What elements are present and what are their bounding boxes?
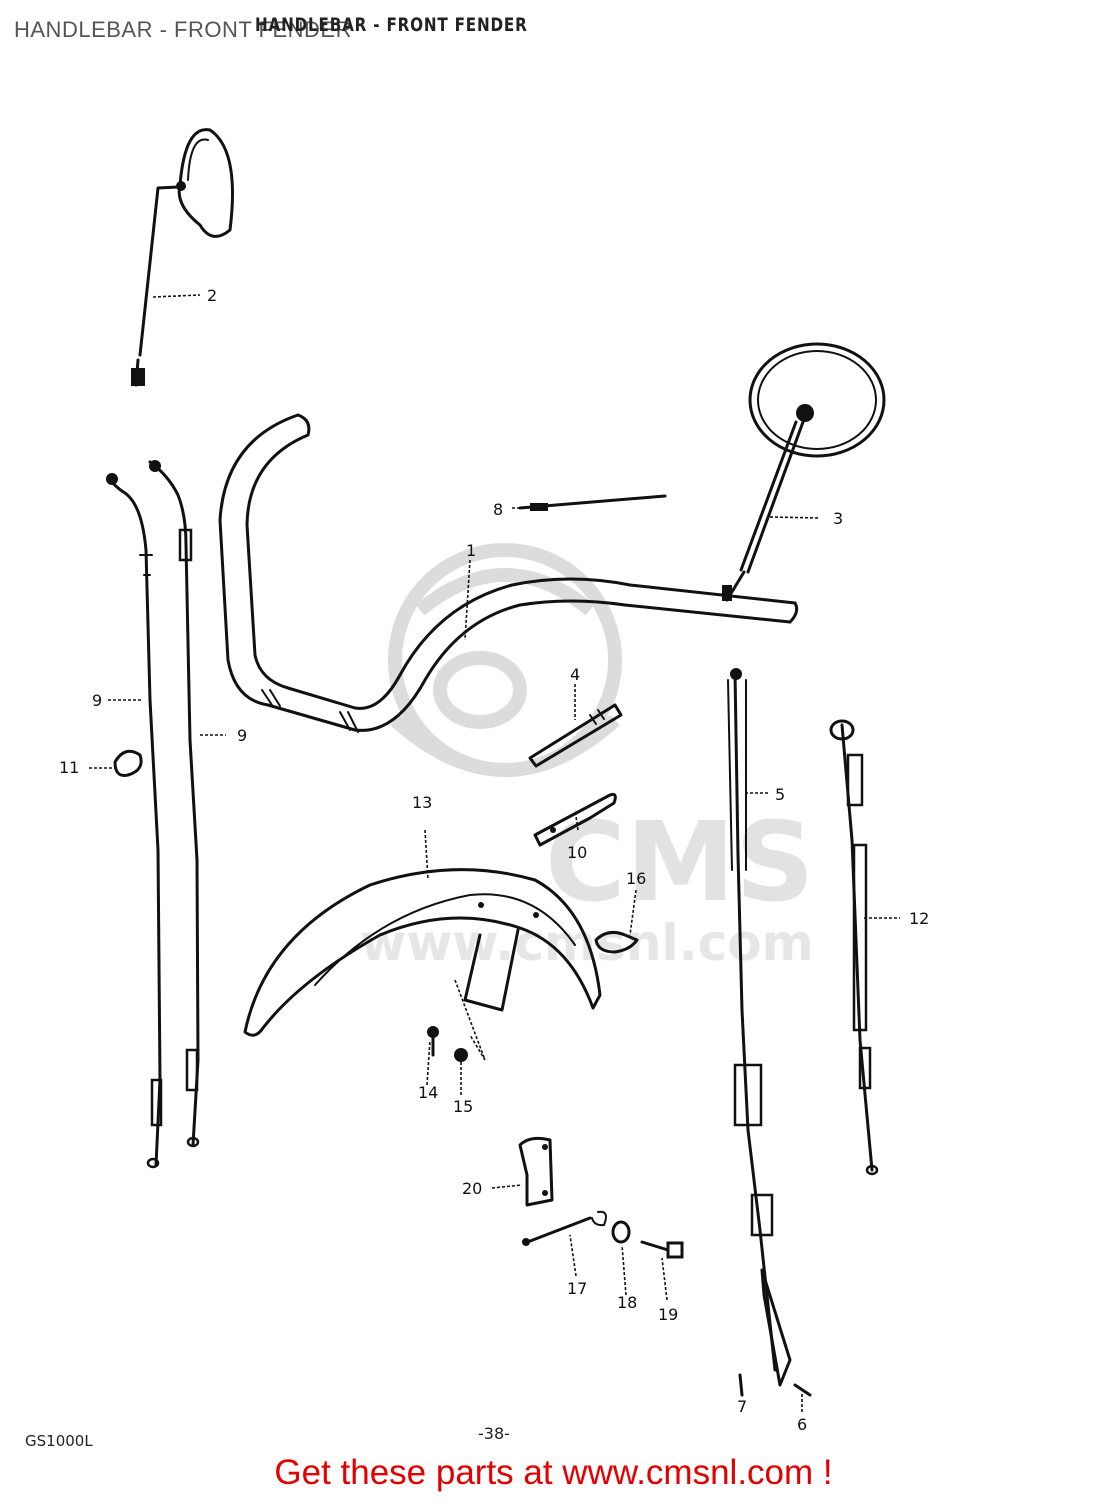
callout-7: 7 <box>737 1397 747 1416</box>
callout-12: 12 <box>909 909 929 928</box>
callout-9b: 9 <box>237 726 247 745</box>
part-9-cable-a <box>106 473 163 1169</box>
callout-18: 18 <box>617 1293 637 1312</box>
callout-17: 17 <box>567 1279 587 1298</box>
callout-5: 5 <box>775 785 785 804</box>
part-15-nut <box>454 1048 468 1062</box>
part-1-handlebar <box>218 413 799 733</box>
callout-6: 6 <box>797 1415 807 1434</box>
callout-19: 19 <box>658 1305 678 1324</box>
callout-8: 8 <box>493 500 503 519</box>
part-7-pin <box>738 1373 744 1397</box>
part-18-washer <box>611 1220 631 1244</box>
callout-14: 14 <box>418 1083 438 1102</box>
part-11-clip <box>113 749 143 777</box>
watermark-brand: CMS <box>545 798 814 926</box>
page-number: -38- <box>478 1424 510 1443</box>
part-12-cable <box>829 719 879 1176</box>
page-title: HANDLEBAR - FRONT FENDER <box>14 17 352 42</box>
callout-9a: 9 <box>92 691 102 710</box>
callout-1: 1 <box>466 541 476 560</box>
model-code: GS1000L <box>25 1432 93 1450</box>
part-9-cable-b <box>148 460 200 1148</box>
callout-2: 2 <box>207 286 217 305</box>
cms-watermark-logo <box>388 543 622 777</box>
diagram-heading: HANDLEBAR - FRONT FENDER <box>255 14 528 36</box>
part-2-left-mirror <box>131 128 234 387</box>
part-13-front-fender <box>243 868 602 1061</box>
callout-3: 3 <box>833 509 843 528</box>
part-4-strap <box>528 703 623 768</box>
part-10-clamp <box>533 792 617 847</box>
leader-lines <box>89 294 900 1412</box>
part-5-throttle-cable <box>727 668 792 1387</box>
cms-link-banner[interactable]: Get these parts at www.cmsnl.com ! <box>274 1453 833 1492</box>
part-19-bolt <box>640 1240 684 1259</box>
part-20-bracket <box>518 1136 554 1207</box>
callout-10: 10 <box>567 843 587 862</box>
callout-13: 13 <box>412 793 432 812</box>
callout-20: 20 <box>462 1179 482 1198</box>
part-3-right-mirror <box>722 342 886 602</box>
part-14-bolt <box>427 1026 439 1057</box>
callout-4: 4 <box>570 665 580 684</box>
callout-11: 11 <box>59 758 79 777</box>
part-6-screw <box>793 1383 812 1397</box>
callout-15: 15 <box>453 1097 473 1116</box>
part-17-stay <box>522 1210 607 1246</box>
callout-16: 16 <box>626 869 646 888</box>
part-8-pin <box>518 494 667 511</box>
part-16-clip <box>594 930 639 954</box>
